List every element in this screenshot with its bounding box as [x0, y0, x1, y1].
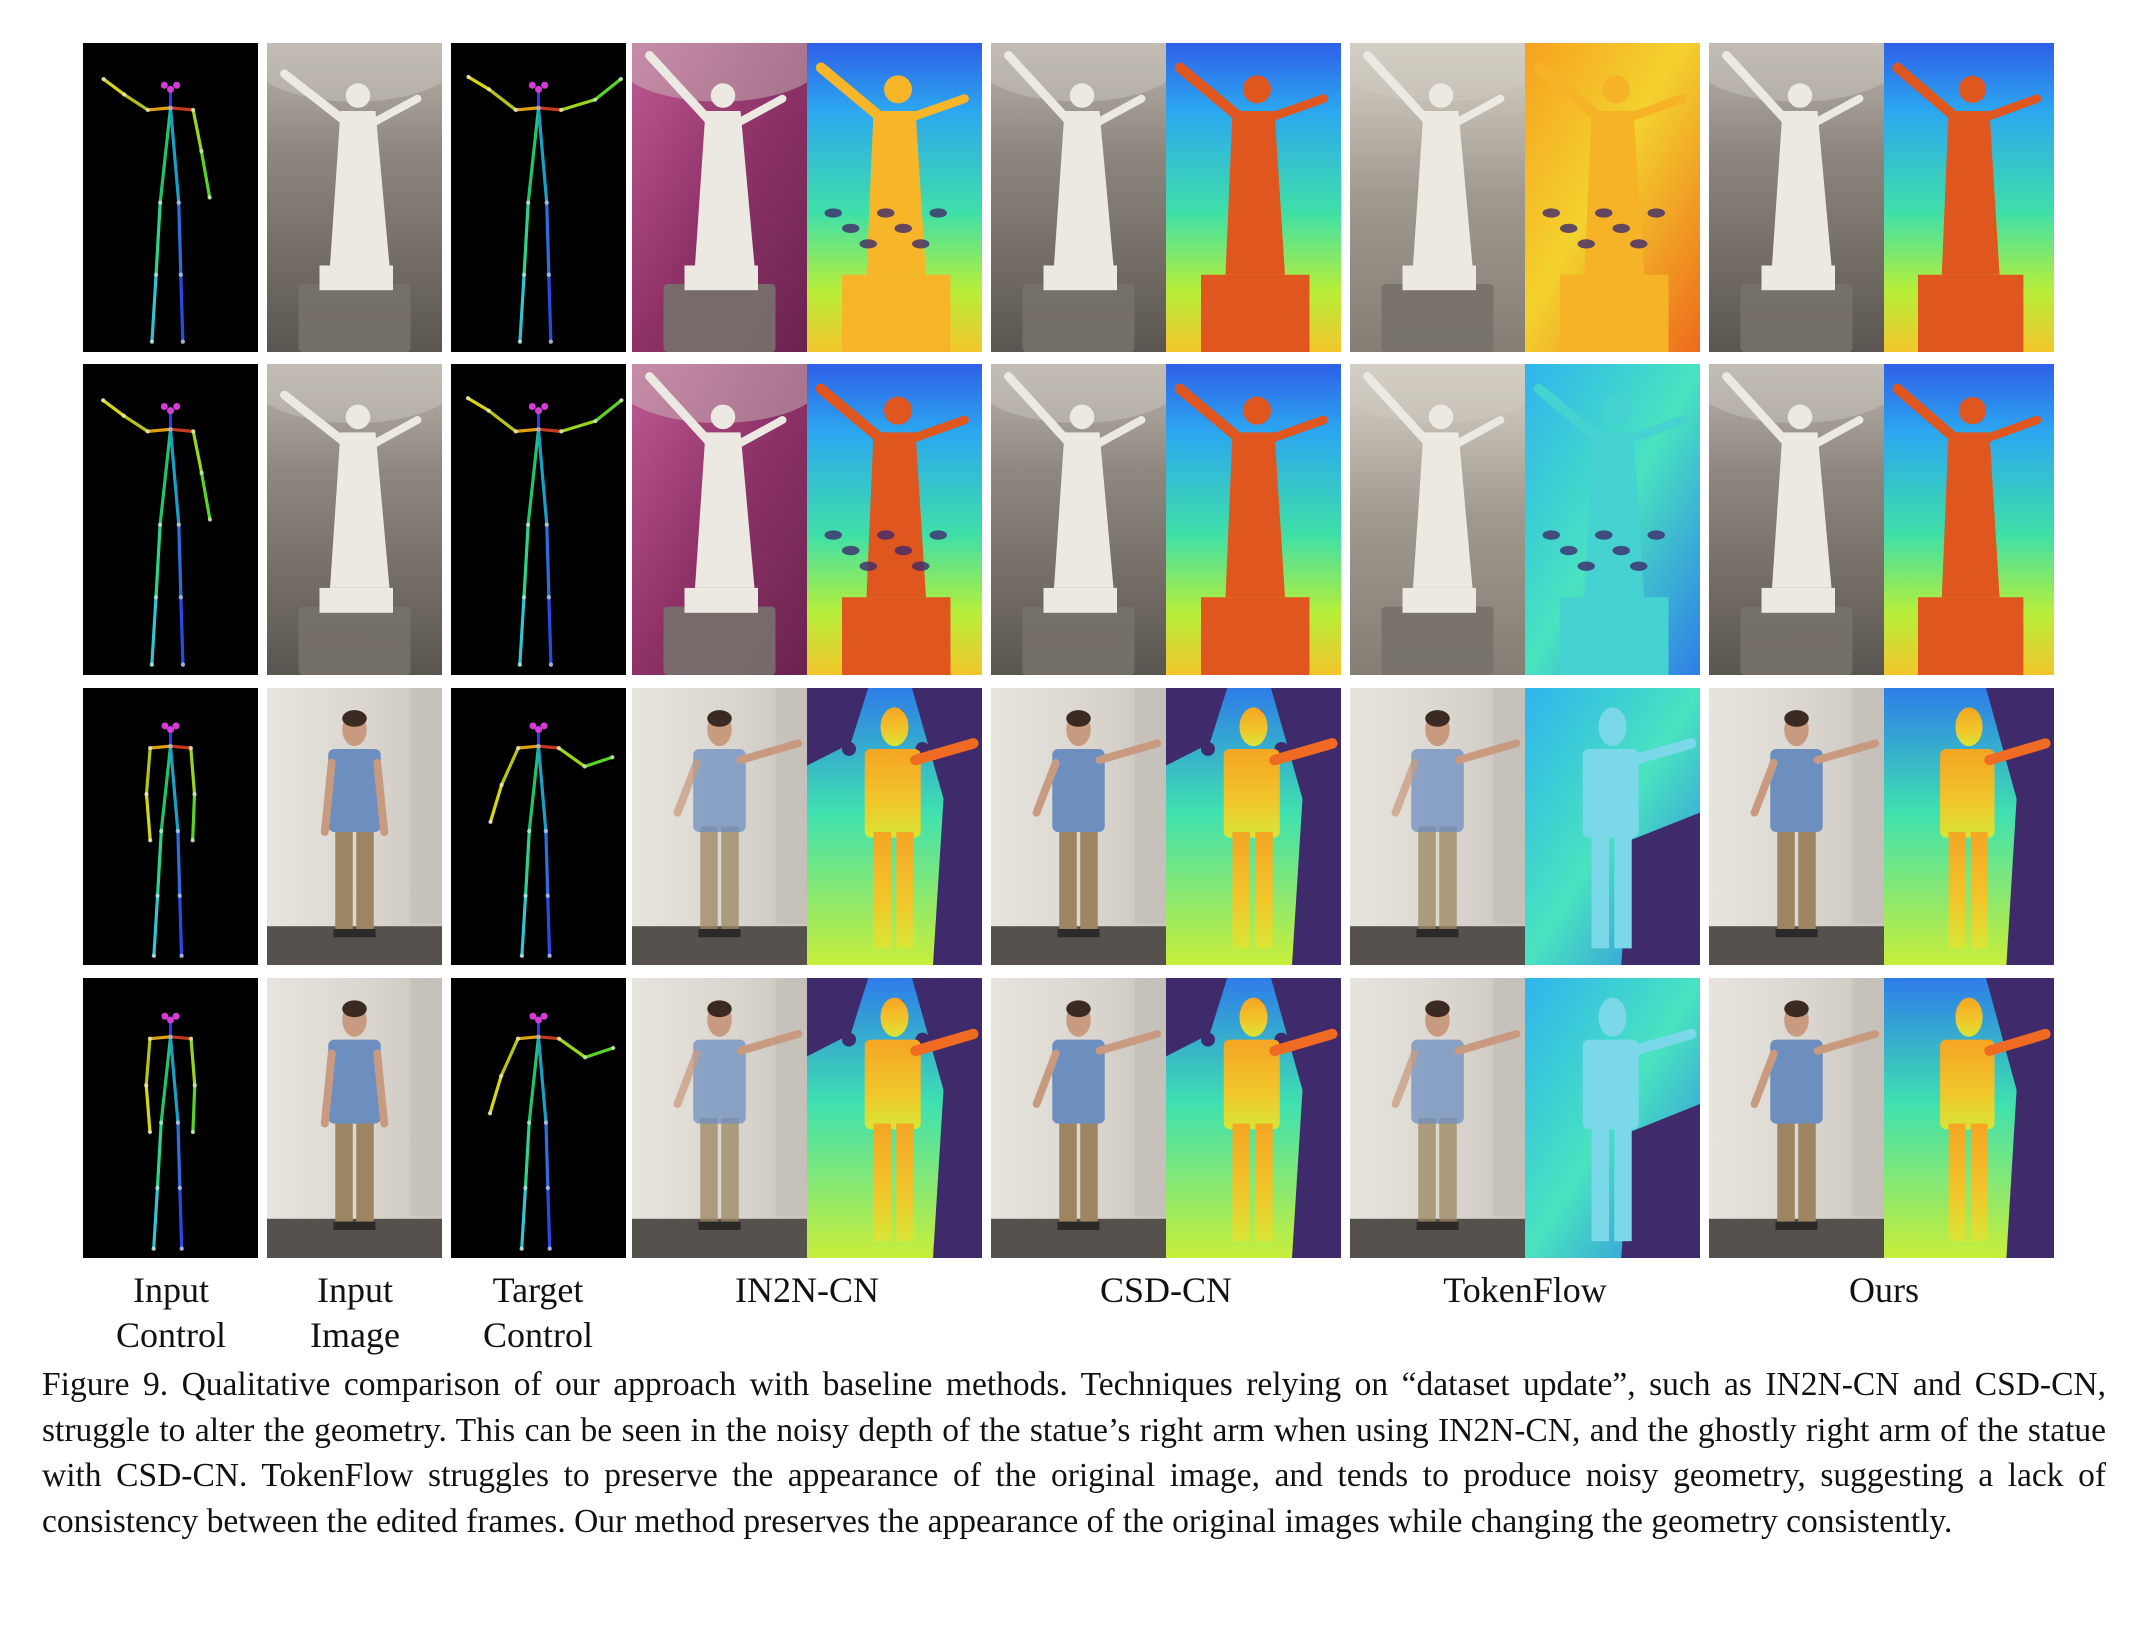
panel-r2-c7 — [1166, 364, 1341, 675]
panel-r4-c9 — [1525, 978, 1700, 1258]
panel-r2-c3 — [451, 364, 626, 675]
panel-r3-c1 — [83, 688, 258, 965]
panel-r4-c11 — [1884, 978, 2054, 1258]
panel-grid — [83, 43, 2054, 1258]
panel-r2-c6 — [991, 364, 1166, 675]
panel-r1-c10 — [1709, 43, 1884, 352]
panel-r3-c6 — [991, 688, 1166, 965]
panel-r4-c10 — [1709, 978, 1884, 1258]
panel-r4-c3 — [451, 978, 626, 1258]
column-label-7: Ours — [1849, 1270, 1919, 1310]
column-label-line2: Control — [483, 1315, 593, 1355]
panel-r1-c5 — [807, 43, 982, 352]
panel-r4-c6 — [991, 978, 1166, 1258]
panel-r3-c11 — [1884, 688, 2054, 965]
panel-r2-c4 — [632, 364, 807, 675]
panel-r3-c2 — [267, 688, 442, 965]
column-label-line1: Target — [493, 1270, 584, 1310]
panel-r4-c2 — [267, 978, 442, 1258]
panel-r2-c9 — [1525, 364, 1700, 675]
panel-r1-c7 — [1166, 43, 1341, 352]
column-label-line1: IN2N-CN — [735, 1270, 879, 1310]
column-label-line1: Ours — [1849, 1270, 1919, 1310]
panel-r2-c5 — [807, 364, 982, 675]
panel-r1-c8 — [1350, 43, 1525, 352]
panel-r3-c10 — [1709, 688, 1884, 965]
panel-r2-c1 — [83, 364, 258, 675]
column-label-6: TokenFlow — [1443, 1270, 1606, 1310]
panel-r3-c7 — [1166, 688, 1341, 965]
panel-r2-c10 — [1709, 364, 1884, 675]
column-label-line1: Input — [133, 1270, 209, 1310]
panel-r3-c4 — [632, 688, 807, 965]
panel-r4-c1 — [83, 978, 258, 1258]
panel-r1-c2 — [267, 43, 442, 352]
panel-r3-c9 — [1525, 688, 1700, 965]
column-label-5: CSD-CN — [1100, 1270, 1232, 1310]
column-label-line1: Input — [317, 1270, 393, 1310]
panel-r1-c9 — [1525, 43, 1700, 352]
figure-caption: Figure 9. Qualitative comparison of our … — [42, 1366, 2106, 1540]
panel-r3-c3 — [451, 688, 626, 965]
panel-r4-c4 — [632, 978, 807, 1258]
column-label-4: IN2N-CN — [735, 1270, 879, 1310]
panel-r1-c4 — [632, 43, 807, 352]
panel-r4-c7 — [1166, 978, 1341, 1258]
panel-r2-c11 — [1884, 364, 2054, 675]
column-label-line1: TokenFlow — [1443, 1270, 1606, 1310]
column-labels: InputControlInputImageTargetControlIN2N-… — [116, 1270, 1919, 1355]
panel-r3-c8 — [1350, 688, 1525, 965]
panel-r1-c11 — [1884, 43, 2054, 352]
column-label-line2: Control — [116, 1315, 226, 1355]
panel-r4-c5 — [807, 978, 982, 1258]
panel-r1-c1 — [83, 43, 258, 352]
panel-r4-c8 — [1350, 978, 1525, 1258]
panel-r3-c5 — [807, 688, 982, 965]
panel-r2-c2 — [267, 364, 442, 675]
panel-r2-c8 — [1350, 364, 1525, 675]
panel-r1-c6 — [991, 43, 1166, 352]
column-label-line1: CSD-CN — [1100, 1270, 1232, 1310]
panel-r1-c3 — [451, 43, 626, 352]
column-label-line2: Image — [310, 1315, 400, 1355]
